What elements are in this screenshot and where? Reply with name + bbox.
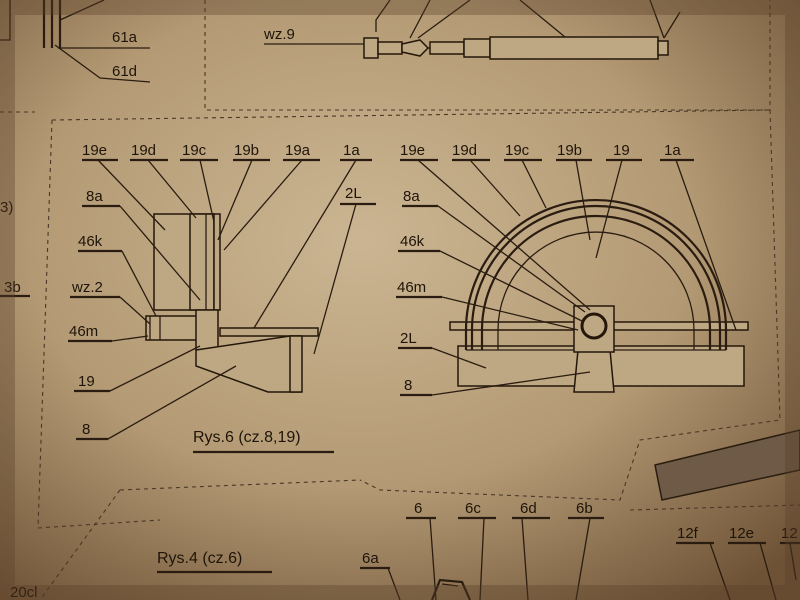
- label-19b-front: 19b: [557, 142, 582, 159]
- margin-label-3: 3): [0, 199, 13, 216]
- label-19e: 19e: [82, 142, 107, 159]
- figure4-caption: Rys.4 (cz.6): [157, 550, 242, 567]
- label-20cl-partial: 20cl: [10, 584, 38, 600]
- label-6c: 6c: [465, 500, 481, 517]
- top-parts-drawing: [0, 0, 681, 83]
- figure4-part-sketch: [430, 578, 472, 600]
- label-2l-side: 2L: [345, 185, 362, 202]
- label-19c-front: 19c: [505, 142, 530, 159]
- label-1a: 1a: [343, 142, 360, 159]
- label-12-partial: 12: [781, 525, 798, 542]
- label-8a: 8a: [86, 188, 103, 205]
- label-19d: 19d: [131, 142, 156, 159]
- label-wz9: wz.9: [263, 26, 295, 43]
- label-2l-front: 2L: [400, 330, 417, 347]
- label-19a: 19a: [285, 142, 311, 159]
- figure6-front-leaders: [396, 158, 737, 397]
- label-19b: 19b: [234, 142, 259, 159]
- figure4-leaders: [360, 516, 604, 600]
- label-61a: 61a: [112, 29, 138, 46]
- label-8-front: 8: [404, 377, 412, 394]
- label-46m-front: 46m: [397, 279, 426, 296]
- label-8a-front: 8a: [403, 188, 420, 205]
- label-46k-front: 46k: [400, 233, 425, 250]
- label-46k: 46k: [78, 233, 103, 250]
- label-8: 8: [82, 421, 90, 438]
- label-6: 6: [414, 500, 422, 517]
- label-61d: 61d: [112, 63, 137, 80]
- label-6a: 6a: [362, 550, 379, 567]
- label-12e: 12e: [729, 525, 754, 542]
- dark-strip-part: [654, 429, 800, 501]
- label-wz2: wz.2: [71, 279, 103, 296]
- margin-label-3b: 3b: [4, 279, 21, 296]
- label-19e-front: 19e: [400, 142, 425, 159]
- label-1a-front: 1a: [664, 142, 681, 159]
- label-46m: 46m: [69, 323, 98, 340]
- figure6-side-leaders: [68, 158, 376, 441]
- figure6-caption: Rys.6 (cz.8,19): [193, 429, 301, 446]
- label-12f: 12f: [677, 525, 699, 542]
- label-6b: 6b: [576, 500, 593, 517]
- label-19c: 19c: [182, 142, 207, 159]
- figure6-side-view: [145, 213, 319, 393]
- corner-leaders: [676, 541, 800, 600]
- label-19d-front: 19d: [452, 142, 477, 159]
- figure6-front-view: [449, 198, 749, 393]
- label-19-front: 19: [613, 142, 630, 159]
- label-19: 19: [78, 373, 95, 390]
- label-6d: 6d: [520, 500, 537, 517]
